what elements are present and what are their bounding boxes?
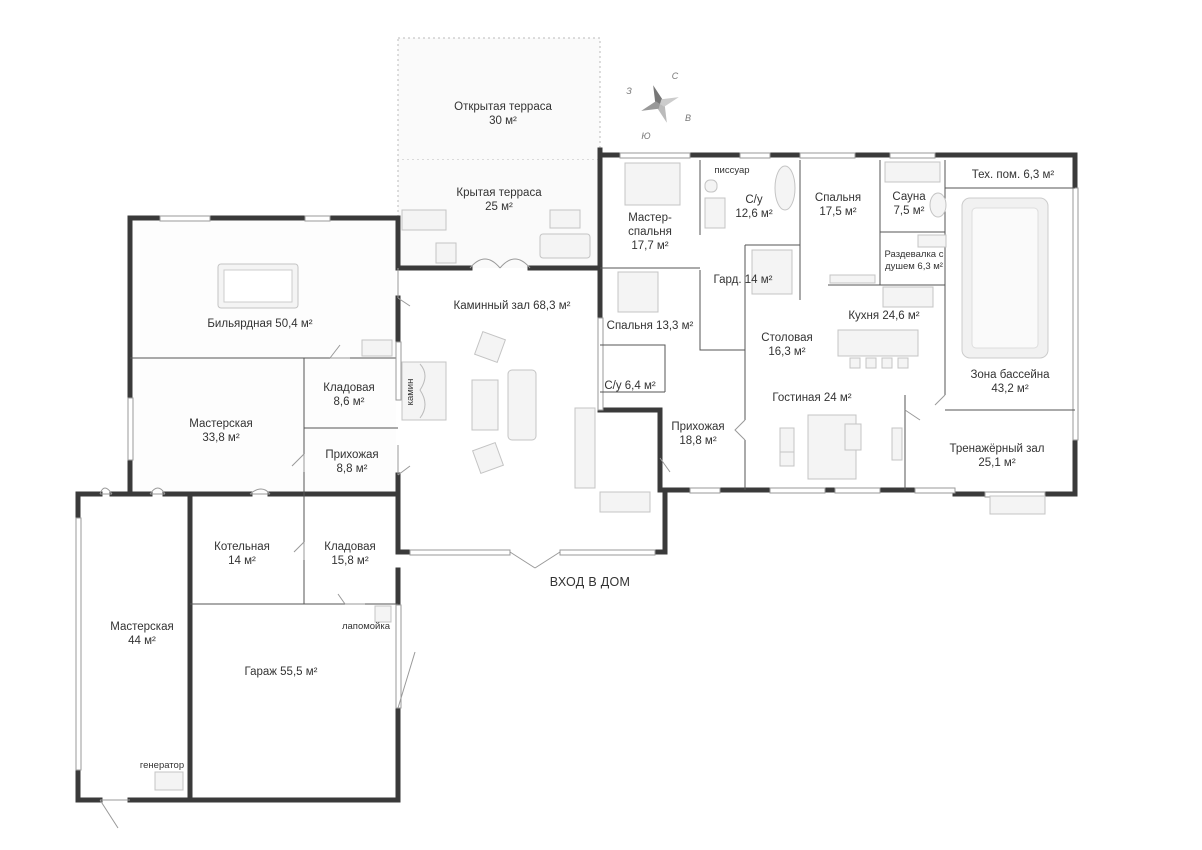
label-generator: генератор [139, 760, 185, 771]
master-bed [624, 162, 681, 206]
label-kitchen: Кухня 24,6 м² [848, 310, 920, 322]
label-urinal: писсуар [714, 165, 750, 176]
label-garage: Гараж 55,5 м² [244, 666, 318, 678]
stairs [574, 407, 596, 489]
label-entrance: ВХОД В ДОМ [549, 575, 631, 589]
inner-walls-left [130, 357, 398, 605]
generator-box [154, 771, 184, 791]
kitchen-island [837, 329, 919, 357]
label-billiard: Бильярдная 50,4 м² [207, 318, 313, 330]
windows-right [619, 152, 1079, 498]
compass-west: З [626, 86, 632, 96]
open-terrace-area [398, 38, 600, 160]
walls-center [395, 147, 668, 555]
compass-rose [641, 85, 679, 123]
compass-east: В [684, 113, 692, 123]
label-fireplace-hall: Каминный зал 68,3 м² [453, 300, 571, 312]
bed-13 [617, 271, 659, 313]
label-living-room: Гостиная 24 м² [772, 392, 852, 404]
walls-right-wing [597, 152, 1078, 497]
label-wardrobe: Гард. 14 м² [713, 274, 773, 286]
furniture [154, 161, 1049, 791]
label-bath-6-4: С/у 6,4 м² [604, 380, 656, 392]
label-tech-room: Тех. пом. 6,3 м² [971, 169, 1055, 181]
compass-north: С [671, 71, 679, 81]
compass-south: Ю [641, 131, 651, 141]
doors [99, 258, 946, 829]
windows-left [75, 215, 402, 771]
label-fireplace: камин [405, 378, 416, 406]
label-bedroom-13-3: Спальня 13,3 м² [606, 320, 694, 332]
label-paw-wash: лапомойка [341, 621, 391, 632]
sauna-bench [884, 161, 941, 183]
walls-left-wing [75, 215, 401, 803]
